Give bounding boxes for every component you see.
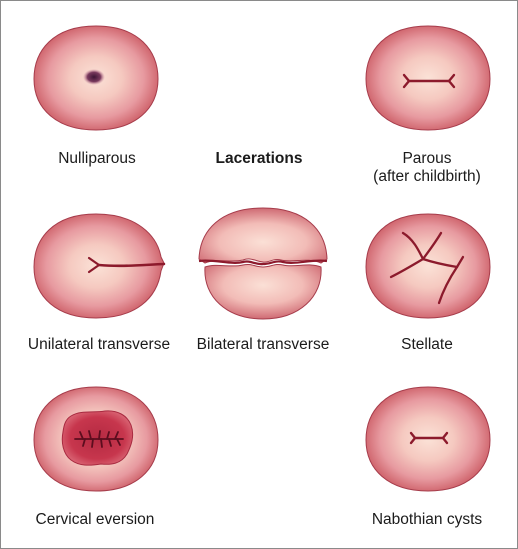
slit-os	[402, 73, 456, 89]
unilateral-transverse-cervix-icon	[33, 213, 166, 319]
bilateral-tear	[198, 259, 328, 266]
nabothian-cysts-cervix-icon	[365, 386, 491, 492]
stellate-tear	[389, 231, 465, 305]
external-os	[83, 69, 105, 85]
caption-cervical-eversion: Cervical eversion	[35, 511, 155, 528]
stellate-cervix-icon	[365, 213, 491, 319]
caption-parous-line2: (after childbirth)	[373, 168, 481, 185]
eversion-os	[74, 430, 124, 448]
page-title: Lacerations	[215, 150, 303, 167]
slit-os	[409, 431, 449, 445]
caption-bilateral-transverse: Bilateral transverse	[196, 336, 330, 353]
nulliparous-cervix-icon	[33, 25, 159, 131]
caption-parous: Parous (after childbirth)	[327, 150, 517, 186]
unilateral-tear	[87, 256, 166, 274]
everted-tissue	[61, 410, 134, 466]
bilateral-transverse-cervix-icon	[198, 207, 328, 320]
caption-parous-line1: Parous	[402, 150, 452, 167]
caption-stellate: Stellate	[401, 336, 453, 353]
caption-nabothian-cysts: Nabothian cysts	[371, 511, 483, 528]
caption-unilateral-transverse: Unilateral transverse	[27, 336, 171, 353]
parous-cervix-icon	[365, 25, 491, 131]
caption-nulliparous: Nulliparous	[58, 150, 136, 167]
cervical-eversion-cervix-icon	[33, 386, 159, 492]
